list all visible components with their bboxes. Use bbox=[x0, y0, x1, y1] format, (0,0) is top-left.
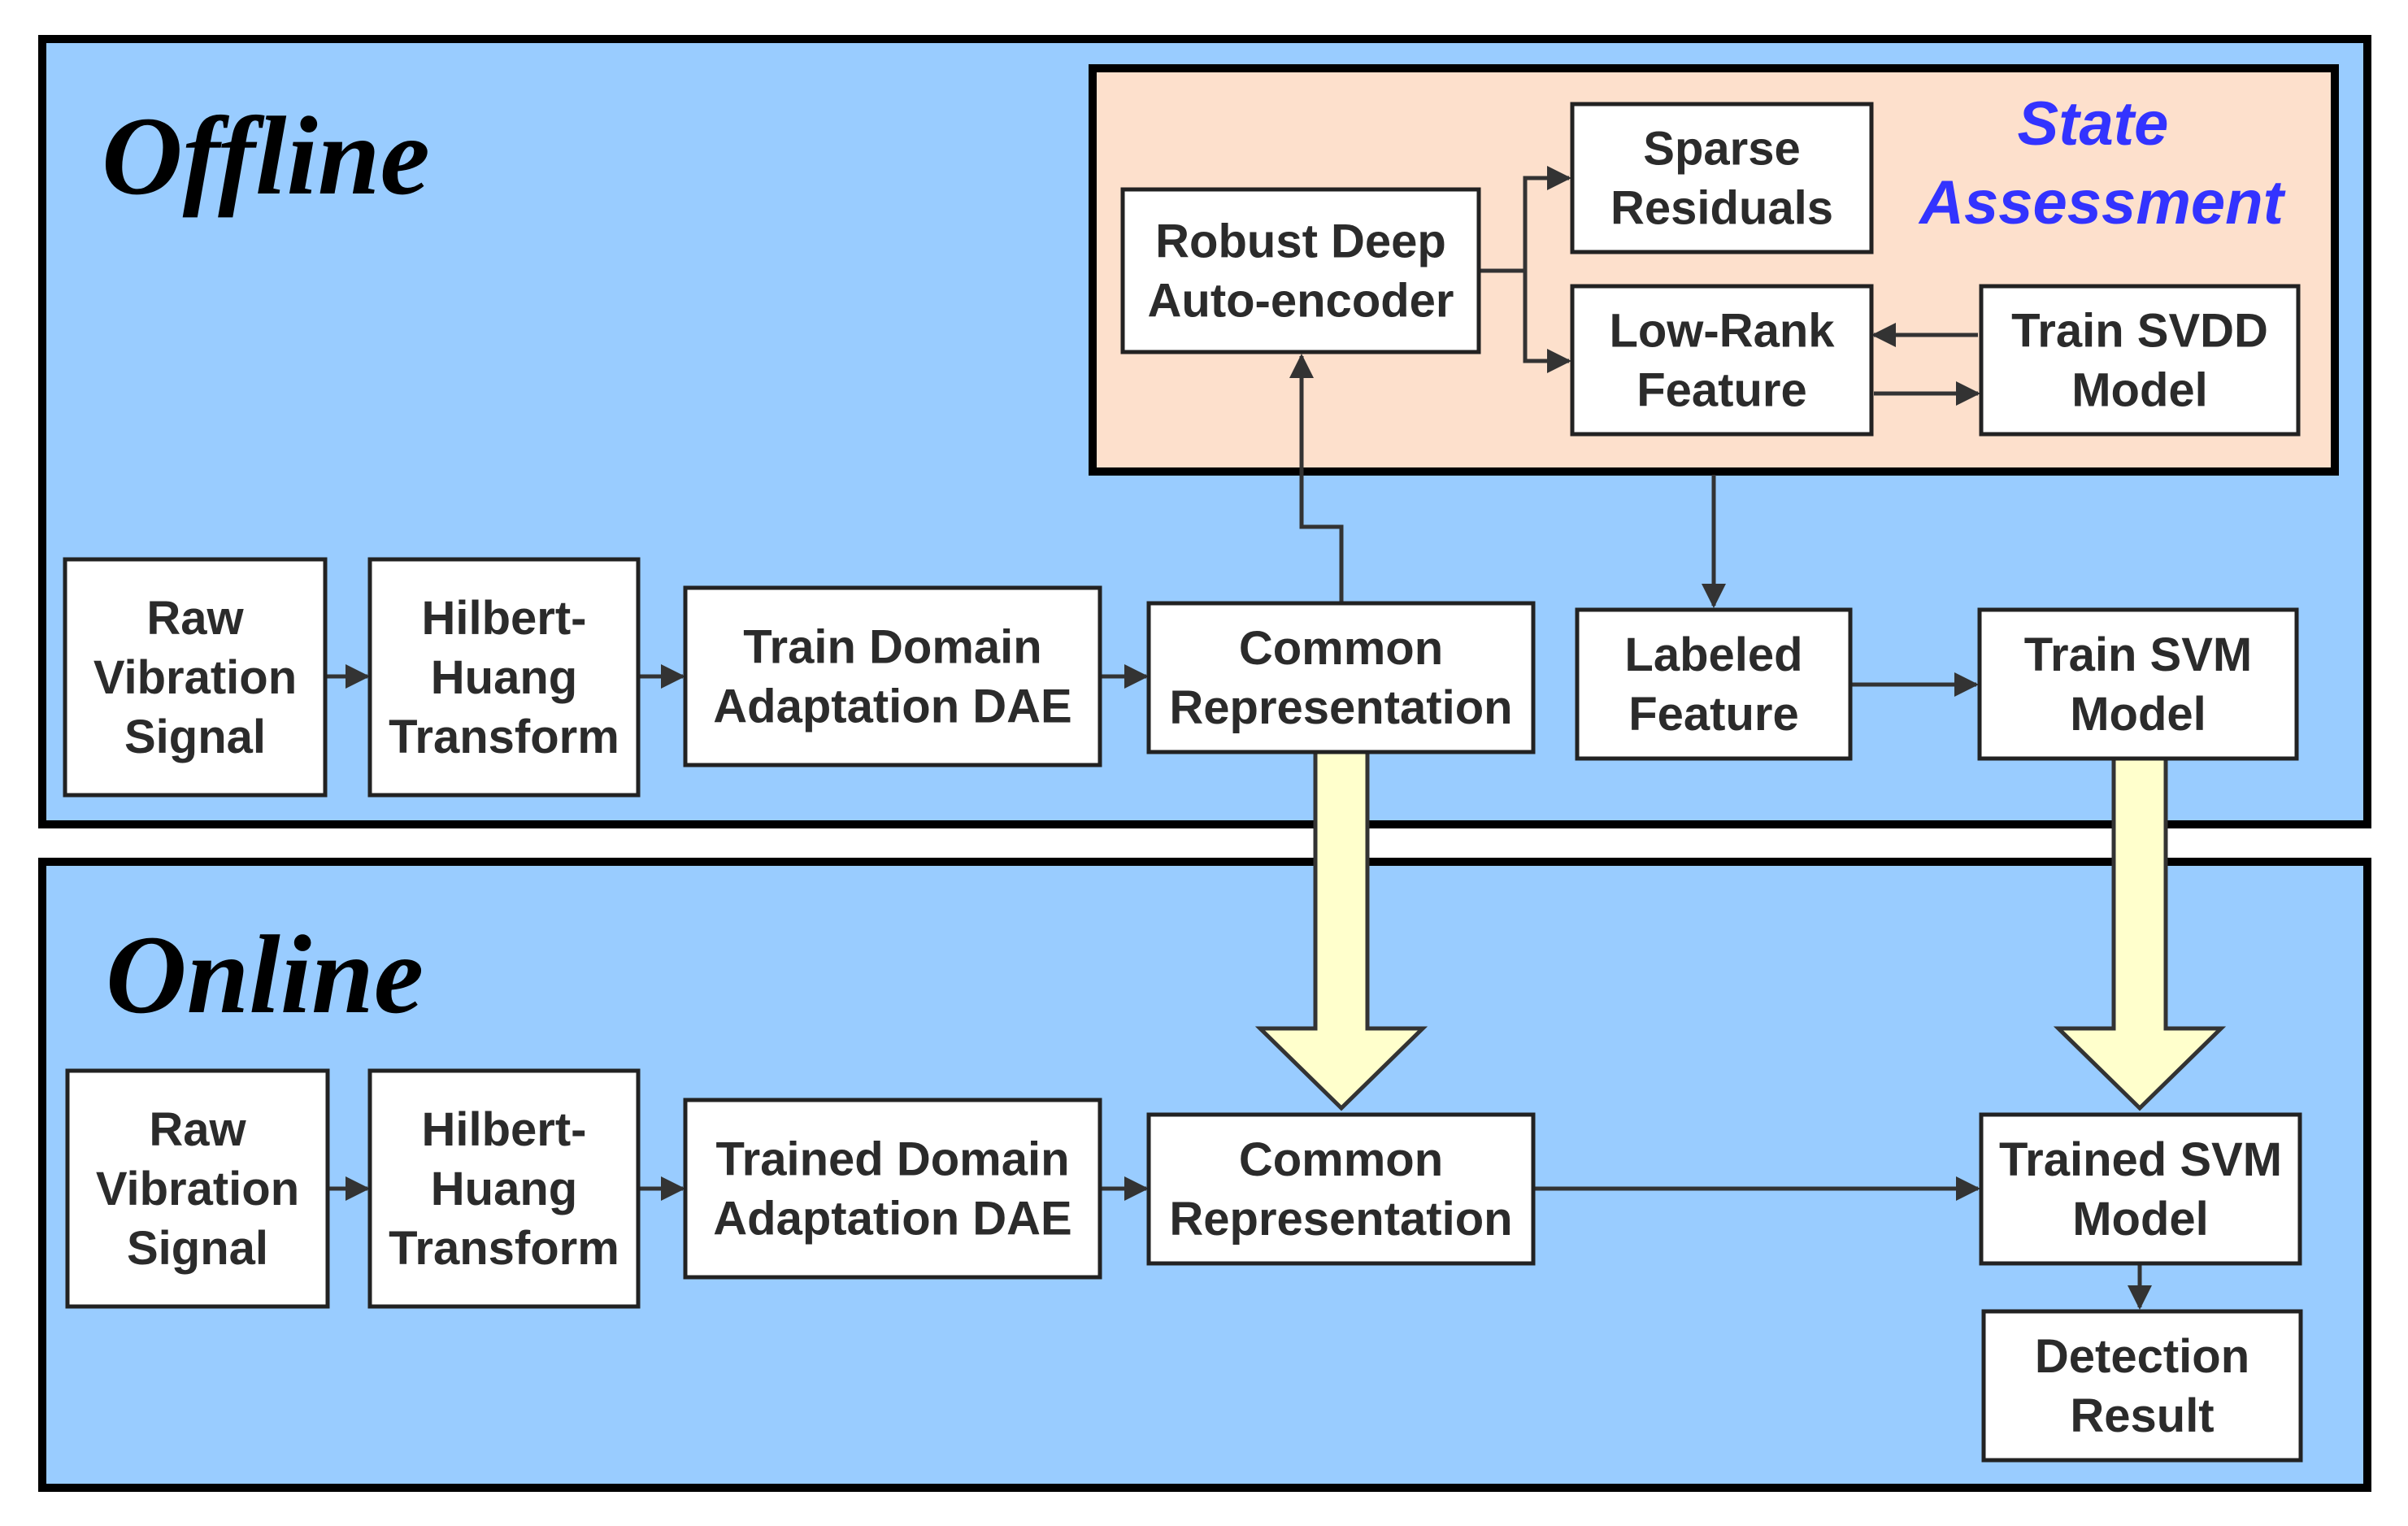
box-train-svdd-model-label-line: Model bbox=[2071, 364, 2208, 417]
box-train-svm-model-frame bbox=[1977, 607, 2299, 761]
box-online-common-representation-label-line: Representation bbox=[1169, 1193, 1512, 1246]
box-labeled-feature-frame bbox=[1575, 607, 1853, 761]
box-sparse-residuals-label-line: Sparse bbox=[1643, 123, 1800, 176]
box-offline-hilbert-huang-label-line: Hilbert- bbox=[422, 592, 587, 645]
box-sparse-residuals-frame bbox=[1570, 102, 1874, 254]
box-trained-svm-model-label: Trained SVM Model bbox=[1999, 1133, 2282, 1246]
box-offline-raw-vibration-signal-label-line: Raw bbox=[146, 592, 244, 645]
arrow-common-to-rdae bbox=[1289, 354, 1344, 602]
box-train-svdd-model-frame bbox=[1979, 284, 2301, 437]
box-offline-common-representation-label-line: Representation bbox=[1169, 681, 1512, 734]
box-online-hilbert-huang-frame bbox=[367, 1068, 641, 1309]
box-trained-svm-model-label-line: Model bbox=[2072, 1193, 2209, 1246]
box-trained-svm-model-frame bbox=[1979, 1112, 2302, 1266]
arrow-rdae-to-sparse bbox=[1480, 166, 1571, 273]
box-train-svdd-model-label-line: Train SVDD bbox=[2011, 305, 2268, 358]
box-train-svdd-model: Train SVDD Model bbox=[1979, 284, 2301, 437]
box-offline-hilbert-huang-frame bbox=[367, 557, 641, 798]
box-sparse-residuals-label-line: Residuals bbox=[1610, 182, 1833, 235]
box-trained-svm-model: Trained SVM Model bbox=[1979, 1112, 2302, 1266]
big-arrow-common-representation bbox=[1254, 746, 1428, 1111]
box-detection-result-label-line: Result bbox=[2070, 1389, 2214, 1442]
box-labeled-feature-label-line: Feature bbox=[1628, 688, 1799, 741]
flow-arrows bbox=[327, 166, 2152, 1310]
box-online-common-representation-frame bbox=[1146, 1112, 1536, 1266]
box-offline-common-representation-frame bbox=[1146, 601, 1536, 754]
box-online-raw-vibration-signal-label-line: Signal bbox=[127, 1222, 268, 1275]
box-online-hilbert-huang-label-line: Huang bbox=[431, 1163, 577, 1215]
box-trained-domain-adaptation-dae-frame bbox=[683, 1098, 1102, 1280]
state-assessment-title-line: Assessment bbox=[1918, 168, 2285, 237]
box-robust-deep-autoencoder-frame bbox=[1120, 187, 1481, 354]
box-train-domain-adaptation-dae-frame bbox=[683, 585, 1102, 767]
box-train-svdd-model-label: Train SVDD Model bbox=[2011, 305, 2268, 417]
box-train-svm-model-label: Train SVM Model bbox=[2024, 628, 2252, 741]
box-online-raw-vibration-signal-label-line: Raw bbox=[149, 1103, 246, 1156]
box-labeled-feature-label-line: Labeled bbox=[1624, 628, 1802, 681]
box-offline-raw-vibration-signal-label-line: Signal bbox=[124, 711, 266, 763]
box-low-rank-feature-label-line: Feature bbox=[1636, 364, 1807, 417]
box-online-raw-vibration-signal-frame bbox=[65, 1068, 330, 1309]
box-offline-common-representation-label-line: Common bbox=[1239, 622, 1443, 675]
box-online-hilbert-huang-label-line: Transform bbox=[389, 1222, 619, 1275]
state-assessment-title: State Assessment bbox=[1918, 89, 2285, 237]
box-online-common-representation-label-line: Common bbox=[1239, 1133, 1443, 1186]
box-low-rank-feature-label-line: Low-Rank bbox=[1609, 305, 1835, 358]
online-title: Online bbox=[106, 912, 424, 1037]
box-train-domain-adaptation-dae-label-line: Adaptation DAE bbox=[713, 680, 1071, 733]
box-train-svm-model-label-line: Train SVM bbox=[2024, 628, 2252, 681]
box-train-svm-model: Train SVM Model bbox=[1977, 607, 2299, 761]
box-train-svm-model-label-line: Model bbox=[2070, 688, 2206, 741]
box-robust-deep-autoencoder-label-line: Robust Deep bbox=[1155, 215, 1446, 268]
box-offline-hilbert-huang-label-line: Huang bbox=[431, 651, 577, 704]
box-offline-raw-vibration-signal-label-line: Vibration bbox=[93, 651, 297, 704]
box-robust-deep-autoencoder-label-line: Auto-encoder bbox=[1148, 275, 1454, 328]
box-detection-result-frame bbox=[1981, 1309, 2303, 1463]
box-train-domain-adaptation-dae-label-line: Train Domain bbox=[743, 621, 1041, 674]
box-trained-domain-adaptation-dae-label-line: Adaptation DAE bbox=[713, 1193, 1071, 1246]
state-assessment-title-line: State bbox=[2018, 89, 2169, 159]
box-low-rank-feature-frame bbox=[1570, 284, 1874, 437]
offline-title: Offline bbox=[102, 93, 430, 218]
box-offline-hilbert-huang-label-line: Transform bbox=[389, 711, 619, 763]
box-offline-raw-vibration-signal-frame bbox=[63, 557, 328, 798]
big-arrow-svm-model bbox=[2053, 755, 2227, 1111]
box-online-raw-vibration-signal-label-line: Vibration bbox=[96, 1163, 299, 1215]
box-trained-svm-model-label-line: Trained SVM bbox=[1999, 1133, 2282, 1186]
box-trained-domain-adaptation-dae-label-line: Trained Domain bbox=[715, 1133, 1069, 1186]
arrow-rdae-to-lowrank bbox=[1523, 271, 1571, 373]
box-detection-result-label-line: Detection bbox=[2035, 1330, 2249, 1383]
box-online-hilbert-huang-label-line: Hilbert- bbox=[422, 1103, 587, 1156]
